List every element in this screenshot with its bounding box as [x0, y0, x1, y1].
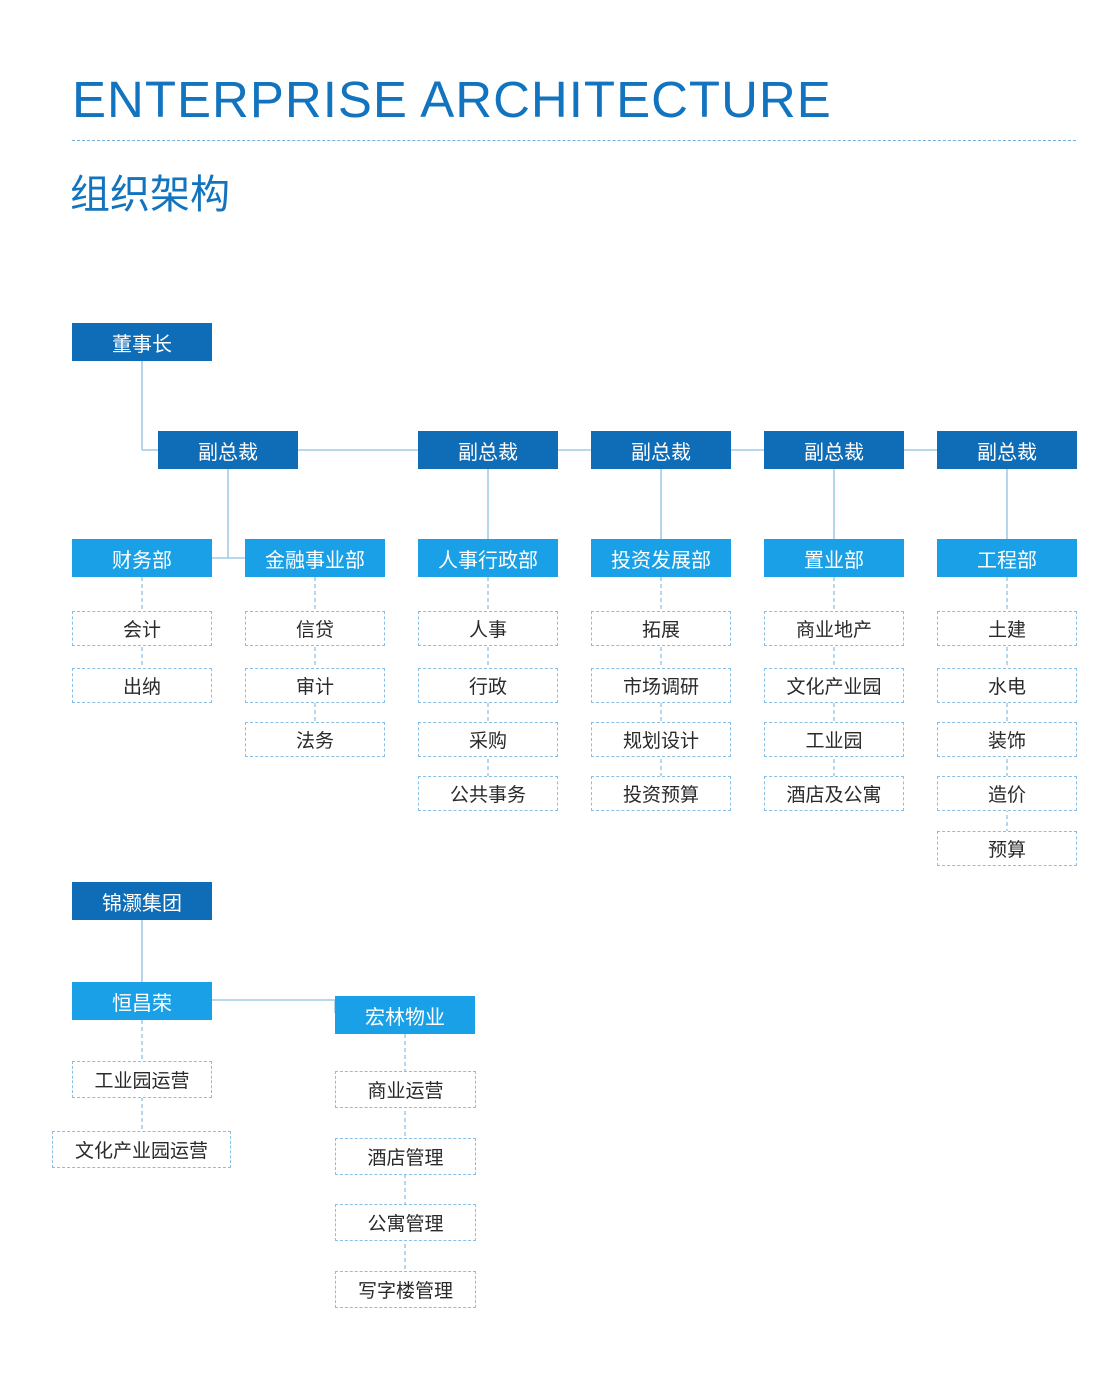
org-box-function: 写字楼管理 — [335, 1271, 476, 1308]
org-box-function: 酒店及公寓 — [764, 776, 904, 811]
org-box-function: 装饰 — [937, 722, 1077, 757]
org-box-function: 公寓管理 — [335, 1204, 476, 1241]
org-box-department: 工程部 — [937, 539, 1077, 577]
org-box-function: 信贷 — [245, 611, 385, 646]
page-title-cn: 组织架构 — [70, 172, 230, 218]
org-box-function: 文化产业园 — [764, 668, 904, 703]
org-box-function: 市场调研 — [591, 668, 731, 703]
org-box-function: 审计 — [245, 668, 385, 703]
org-box-vp: 副总裁 — [418, 431, 558, 469]
org-box-department: 人事行政部 — [418, 539, 558, 577]
org-box-function: 水电 — [937, 668, 1077, 703]
org-box-function: 商业运营 — [335, 1071, 476, 1108]
org-box-function: 行政 — [418, 668, 558, 703]
org-box-chairman: 董事长 — [72, 323, 212, 361]
org-box-group: 锦灏集团 — [72, 882, 212, 920]
org-box-company: 宏林物业 — [335, 996, 475, 1034]
org-box-function: 会计 — [72, 611, 212, 646]
page-title-en: ENTERPRISE ARCHITECTURE — [72, 71, 832, 128]
org-box-function: 工业园运营 — [72, 1061, 212, 1098]
org-box-function: 拓展 — [591, 611, 731, 646]
org-box-function: 预算 — [937, 831, 1077, 866]
org-box-vp: 副总裁 — [937, 431, 1077, 469]
org-box-function: 土建 — [937, 611, 1077, 646]
org-box-function: 工业园 — [764, 722, 904, 757]
org-box-vp: 副总裁 — [764, 431, 904, 469]
org-box-function: 规划设计 — [591, 722, 731, 757]
org-box-vp: 副总裁 — [591, 431, 731, 469]
org-box-department: 投资发展部 — [591, 539, 731, 577]
org-box-function: 公共事务 — [418, 776, 558, 811]
org-box-function: 酒店管理 — [335, 1138, 476, 1175]
title-divider — [72, 140, 1076, 141]
org-box-function: 出纳 — [72, 668, 212, 703]
org-box-department: 财务部 — [72, 539, 212, 577]
org-box-function: 人事 — [418, 611, 558, 646]
org-box-department: 置业部 — [764, 539, 904, 577]
org-box-company: 恒昌荣 — [72, 982, 212, 1020]
org-box-vp: 副总裁 — [158, 431, 298, 469]
org-box-department: 金融事业部 — [245, 539, 385, 577]
org-box-function: 造价 — [937, 776, 1077, 811]
org-box-function: 采购 — [418, 722, 558, 757]
org-box-function: 投资预算 — [591, 776, 731, 811]
org-box-function: 商业地产 — [764, 611, 904, 646]
org-box-function: 文化产业园运营 — [52, 1131, 231, 1168]
org-box-function: 法务 — [245, 722, 385, 757]
